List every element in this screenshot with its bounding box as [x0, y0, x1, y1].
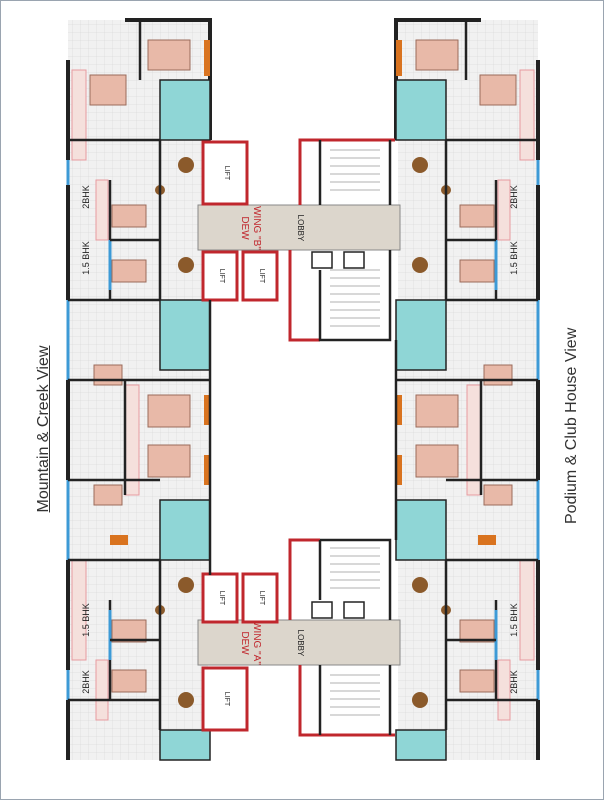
right-2bhk-top: 2BHK [509, 185, 519, 209]
lift-label-6: LIFT [223, 692, 230, 707]
left-15bhk-top: 1.5 BHK [81, 241, 91, 275]
stairs-a [330, 547, 380, 716]
lift-label-3: LIFT [258, 269, 265, 284]
wing-b-line2: WING "B" [251, 206, 262, 250]
lift-a2 [241, 572, 279, 624]
core-wing-b [197, 138, 401, 342]
right-view-label: Podium & Club House View [563, 327, 580, 524]
lift-b2 [201, 250, 239, 302]
lobby-b-label: LOBBY [296, 215, 305, 242]
lift-label-4: LIFT [218, 591, 225, 606]
lift-label-5: LIFT [258, 591, 265, 606]
lift-a1 [201, 572, 239, 624]
wing-b-line1: DEW [239, 216, 250, 240]
stairs-b [330, 149, 380, 327]
left-view-label: Mountain & Creek View [35, 345, 52, 513]
wing-a-line2: WING "A" [251, 621, 262, 665]
left-2bhk-bottom: 2BHK [81, 670, 91, 694]
left-2bhk-top: 2BHK [81, 185, 91, 209]
left-units [66, 18, 212, 761]
core-wing-a [197, 538, 401, 737]
right-15bhk-bottom: 1.5 BHK [509, 603, 519, 637]
lift-label-1: LIFT [223, 166, 230, 181]
plan-labels: DEW WING "B" LOBBY DEW WING "A" LOBBY LI… [81, 166, 519, 707]
right-15bhk-top: 1.5 BHK [509, 241, 519, 275]
right-2bhk-bottom: 2BHK [509, 670, 519, 694]
lift-a3 [201, 666, 249, 732]
lift-label-2: LIFT [218, 269, 225, 284]
lift-b3 [241, 250, 279, 302]
left-15bhk-bottom: 1.5 BHK [81, 603, 91, 637]
right-units [394, 18, 540, 761]
lobby-a-label: LOBBY [296, 630, 305, 657]
lobby-b [197, 204, 401, 251]
lift-b1 [201, 140, 249, 206]
lobby-a [197, 619, 401, 666]
wing-a-line1: DEW [239, 631, 250, 655]
